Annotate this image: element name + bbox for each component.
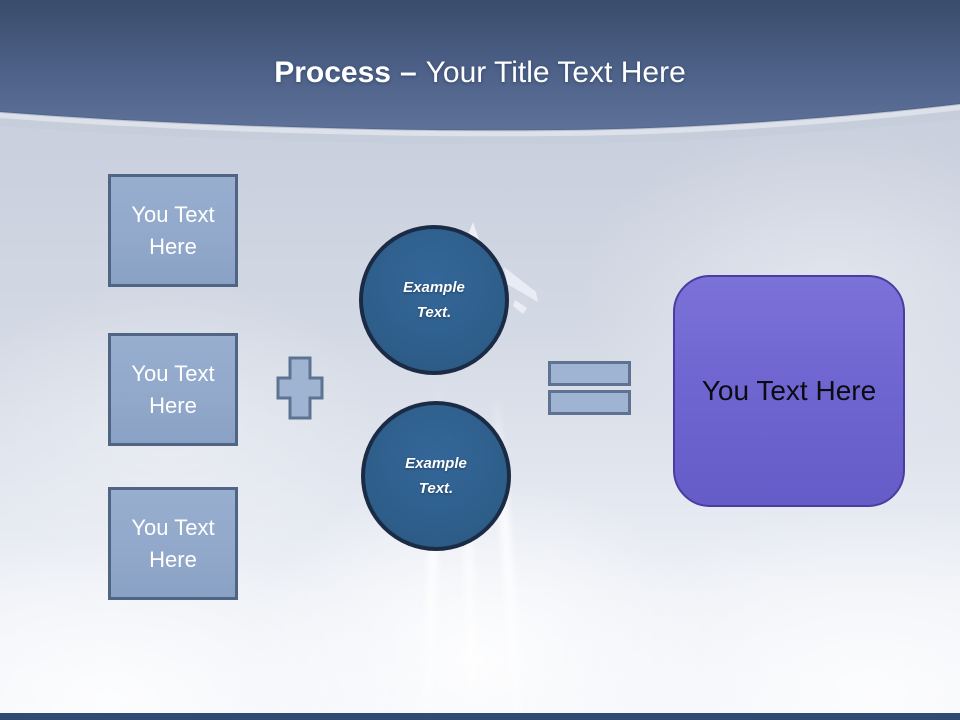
circle-label: Example Text. xyxy=(405,455,467,497)
header-wave-band xyxy=(0,0,960,145)
title-bold-text: Process xyxy=(274,56,391,89)
footer-bar xyxy=(0,713,960,720)
equals-bar-top xyxy=(548,361,631,386)
circle-label: Example Text. xyxy=(403,279,465,321)
slide-title: Process–Your Title Text Here xyxy=(0,52,960,94)
title-dash: – xyxy=(399,56,417,89)
result-label: You Text Here xyxy=(701,375,877,406)
process-input-box-1[interactable]: You Text Here xyxy=(108,174,238,287)
process-input-box-3[interactable]: You Text Here xyxy=(108,487,238,600)
title-regular-text: Your Title Text Here xyxy=(425,56,686,89)
example-circle-2[interactable]: Example Text. xyxy=(361,401,511,551)
equals-icon xyxy=(548,361,631,415)
box-label: You Text Here xyxy=(131,201,215,259)
process-input-box-2[interactable]: You Text Here xyxy=(108,333,238,446)
box-label: You Text Here xyxy=(131,514,215,572)
result-box[interactable]: You Text Here xyxy=(673,275,905,507)
plus-icon xyxy=(276,356,324,420)
equals-bar-bottom xyxy=(548,390,631,415)
box-label: You Text Here xyxy=(131,360,215,418)
example-circle-1[interactable]: Example Text. xyxy=(359,225,509,375)
